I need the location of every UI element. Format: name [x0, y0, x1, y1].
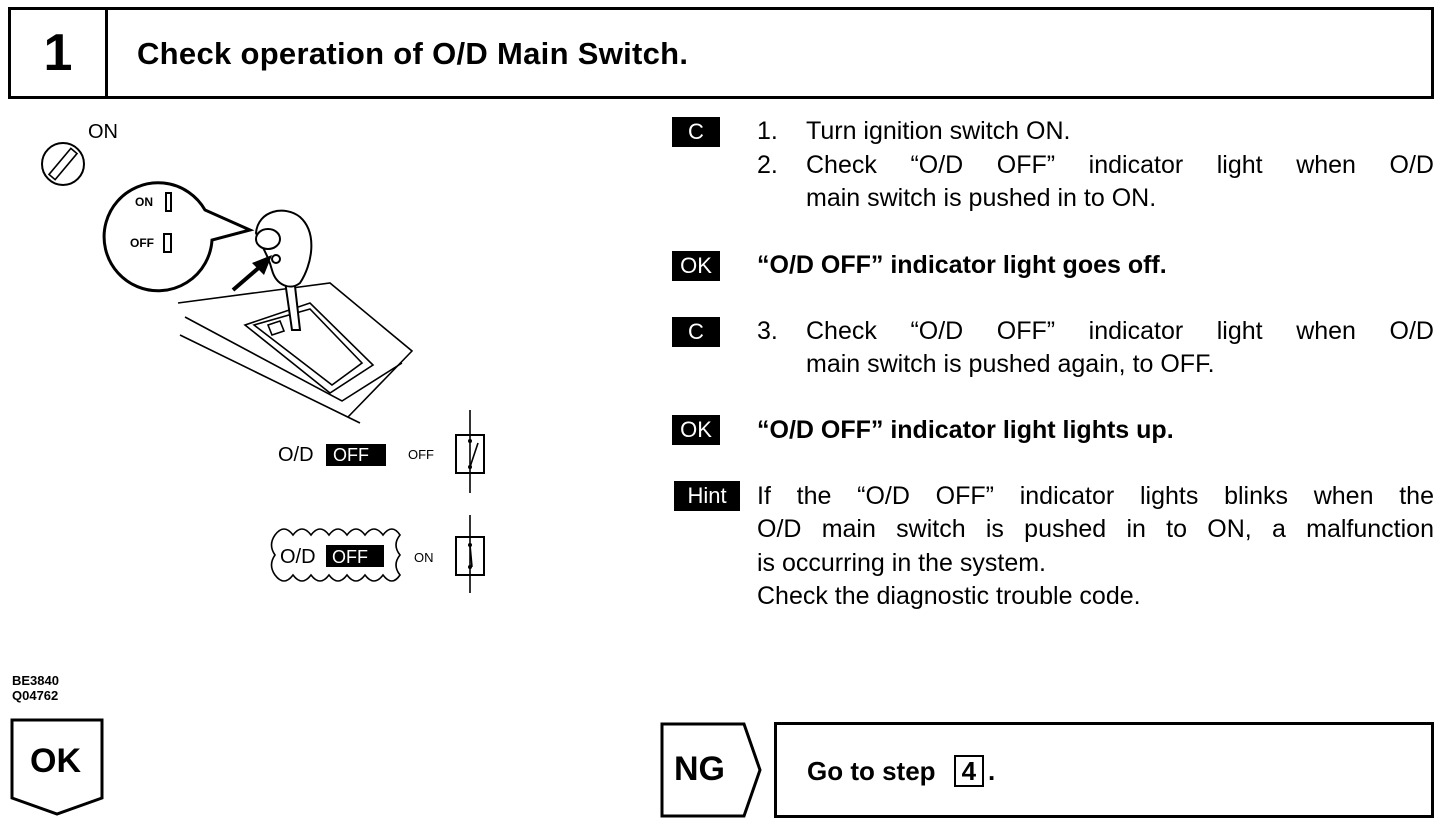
- ng-label: NG: [674, 750, 725, 788]
- step1-number: 1.: [757, 117, 778, 145]
- hint-line2: O/D main switch is pushed in to ON, a ma…: [757, 515, 1434, 543]
- callout-off-label: OFF: [130, 236, 154, 250]
- goto-period: .: [988, 755, 996, 786]
- switch-callout: ON OFF: [102, 181, 255, 293]
- tag-c: C: [672, 317, 720, 347]
- shift-lever-illustration: ON ON OFF: [0, 105, 640, 605]
- step-header: 1 Check operation of O/D Main Switch.: [8, 7, 1434, 99]
- hint-line1: If the “O/D OFF” indicator lights blinks…: [757, 482, 1434, 510]
- ok-result-tab: OK: [10, 718, 106, 818]
- figure-code-2: Q04762: [12, 688, 59, 703]
- step3-number: 3.: [757, 317, 778, 345]
- callout-on-label: ON: [135, 195, 153, 209]
- indicator-off-label: OFF: [333, 445, 369, 465]
- goto-step-number[interactable]: 4: [953, 755, 985, 787]
- ignition-on-label: ON: [88, 121, 118, 143]
- tag-ok: OK: [672, 415, 720, 445]
- step1-text: Turn ignition switch ON.: [806, 117, 1071, 145]
- ok1-text: “O/D OFF” indicator light goes off.: [757, 251, 1167, 279]
- tag-c: C: [672, 117, 720, 147]
- step2-line1: Check “O/D OFF” indicator light when O/D: [806, 151, 1434, 179]
- ignition-key-icon: [41, 142, 85, 186]
- indicator-od-label: O/D: [278, 444, 314, 466]
- shift-lever-diagram: ON ON OFF: [41, 121, 485, 593]
- switch-off-label: OFF: [408, 447, 434, 462]
- figure-code-1: BE3840: [12, 673, 59, 688]
- ok2-text: “O/D OFF” indicator light lights up.: [757, 416, 1174, 444]
- ok-tab-shape: [10, 718, 104, 816]
- step-title: Check operation of O/D Main Switch.: [137, 36, 689, 71]
- indicator-off-lit-label: OFF: [332, 547, 368, 567]
- step2-line2: main switch is pushed in to ON.: [806, 184, 1157, 212]
- indicator-off-row: O/D OFF OFF: [278, 410, 485, 493]
- tag-ok: OK: [672, 251, 720, 281]
- step3-line2: main switch is pushed again, to OFF.: [806, 350, 1215, 378]
- hint-line3: is occurring in the system.: [757, 549, 1046, 577]
- figure-code: BE3840 Q04762: [12, 673, 59, 703]
- ng-result-tab: NG: [660, 722, 770, 820]
- ng-tab-shape: [660, 722, 762, 818]
- indicator-od-lit-label: O/D: [280, 546, 316, 568]
- switch-on-label: ON: [414, 550, 434, 565]
- ok-label: OK: [30, 742, 81, 780]
- tag-hint: Hint: [674, 481, 740, 511]
- step2-number: 2.: [757, 151, 778, 179]
- goto-label: Go to step: [807, 755, 936, 786]
- step3-line1: Check “O/D OFF” indicator light when O/D: [806, 317, 1434, 345]
- goto-instruction: Go to step 4 .: [807, 755, 995, 787]
- indicator-on-row: O/D OFF ON: [270, 515, 485, 593]
- goto-step-box: Go to step 4 .: [774, 722, 1434, 818]
- push-arrow-icon: [231, 255, 272, 292]
- step-number: 1: [11, 10, 108, 96]
- hint-line4: Check the diagnostic trouble code.: [757, 582, 1141, 610]
